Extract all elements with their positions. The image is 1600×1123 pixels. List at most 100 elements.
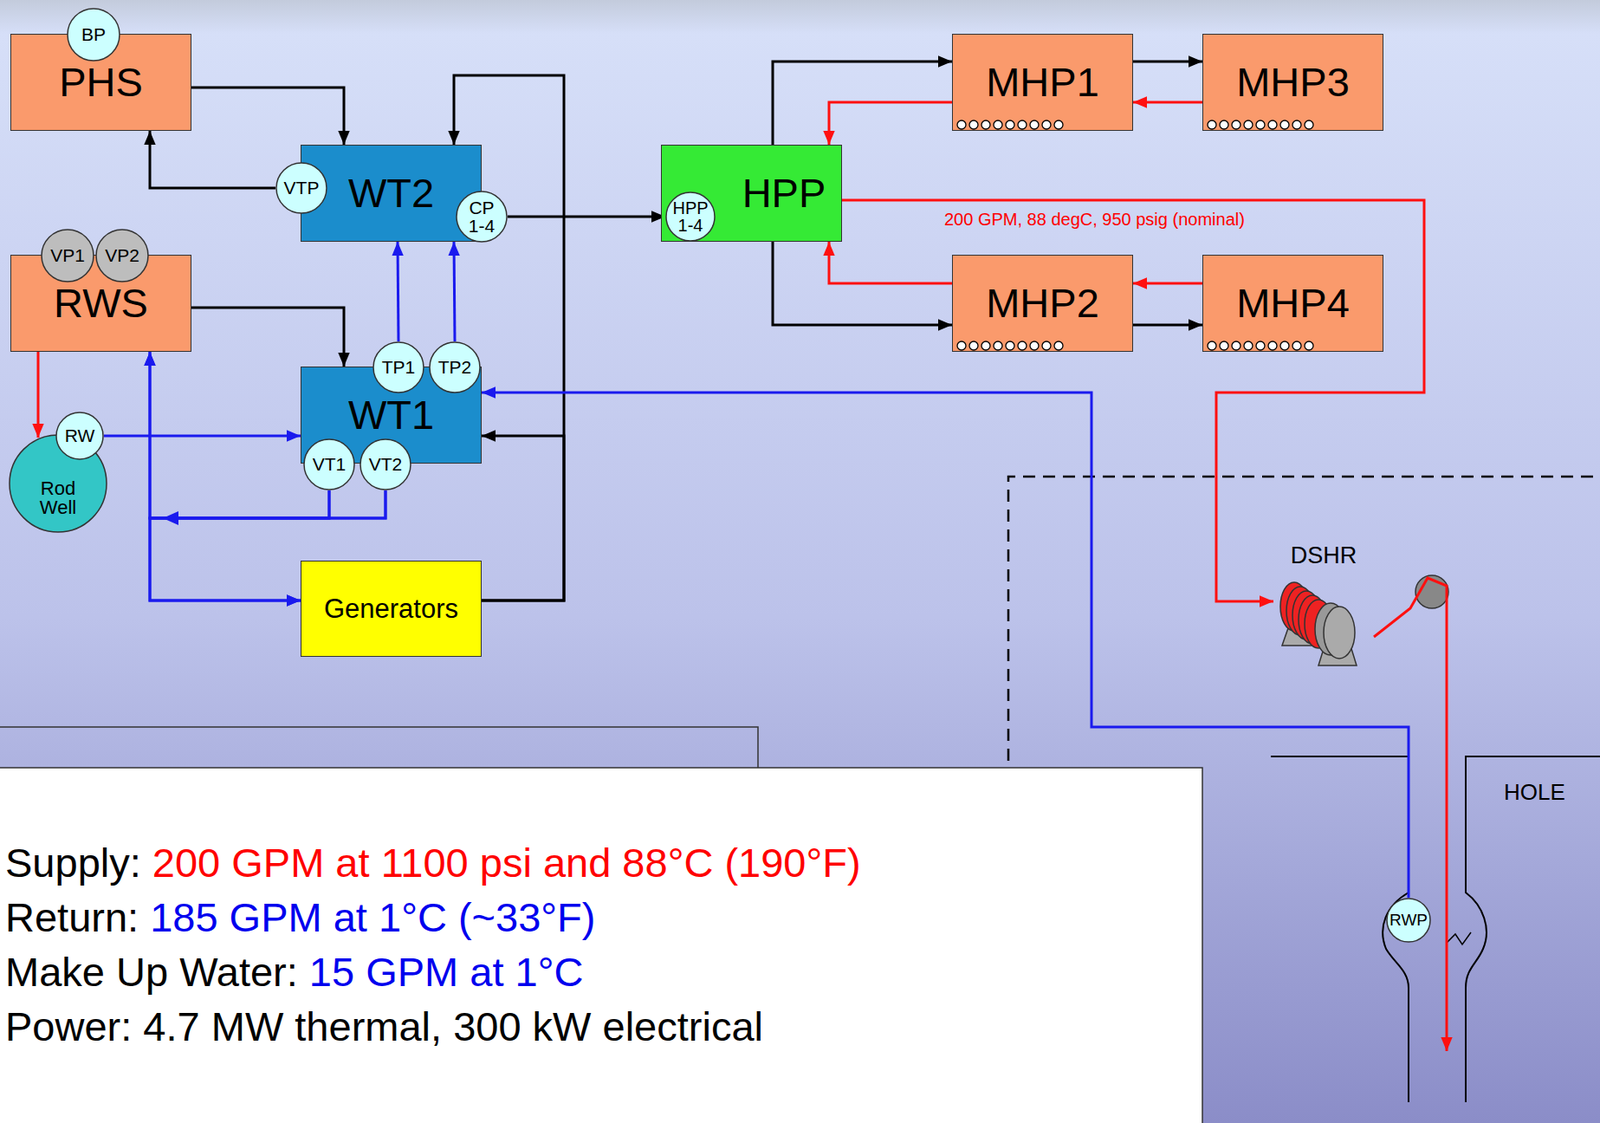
node-label: VT1 [312,454,347,473]
summary-panel [0,767,1203,1123]
vent-hole [1017,341,1027,350]
hole-wall [1270,756,1409,1102]
summary-text: Make Up Water: [5,947,298,996]
vent-hole [1054,341,1063,350]
vent-hole [1207,341,1217,350]
vent-hole [981,120,991,130]
node-label: MHP1 [985,61,1100,104]
hole-region: HOLERWP [1408,756,1600,1123]
summary-text: Return: [5,893,139,941]
pipe-connector [191,307,344,367]
pump-circle: TP2 [428,341,481,394]
node-label: WT1 [348,394,435,436]
tank-box: WT2VTPCP 1-4 [300,144,482,242]
vent-hole [1256,120,1265,130]
vent-hole [1243,120,1253,130]
node-label: VT2 [369,454,403,473]
vent-hole [1231,120,1241,130]
pipe-connector [829,102,953,145]
node-label: MHP4 [1236,282,1350,324]
vent-hole [981,341,991,350]
vent-hole [1005,120,1015,130]
vent-hole [969,120,979,130]
vent-hole [1219,120,1229,130]
pump-circle: TP1 [372,341,425,394]
summary-text: 200 GPM at 1100 psi and 88°C (190°F) [152,838,862,887]
node-label: HOLE [1503,780,1566,804]
pipe-connector [1373,577,1447,1051]
pipe-connector [772,241,953,325]
site-boundary [1008,476,1600,761]
vent-hole [1292,120,1302,130]
node-label: VTP [284,178,320,197]
node-label: HPP [742,172,827,214]
vent-hole [1268,341,1277,350]
node-label: TP2 [438,357,473,376]
node-label: Generators [323,595,459,623]
vent-hole [957,341,966,350]
node-label: MHP2 [985,282,1100,324]
summary-line: Return:185 GPM at 1°C (~33°F) [5,889,596,945]
node-label: PHS [58,61,143,104]
vent-hole [969,341,979,350]
node-outline [67,8,120,61]
node-outline [41,229,94,282]
pump-circle: VP2 [95,228,149,283]
node-outline [304,439,355,490]
node-label: WT2 [348,172,435,214]
pipe-connector [1133,282,1203,286]
tank-box: WT1TP1TP2VT1VT2 [300,366,482,464]
pipe-connector [1133,323,1203,327]
vent-hole [1005,341,1015,350]
pipe-connector [149,130,276,188]
node-label: VP2 [104,246,140,265]
pipe-connector [397,241,399,342]
drum-unit: DSHR [1273,544,1374,674]
vent-hole [1256,341,1265,350]
heater-box: MHP1 [952,33,1134,131]
heater-box: MHP4 [1202,254,1384,352]
node-label: CP 1-4 [459,198,504,236]
storage-box: RWSVP1VP2 [10,254,192,352]
vent-hole [1268,120,1277,130]
summary-text: 185 GPM at 1°C (~33°F) [149,893,596,941]
vent-hole [1029,120,1039,130]
pipe-connector [481,392,1409,898]
vent-hole [1304,341,1314,350]
vent-hole [1243,341,1253,350]
pipe-connector [1133,101,1203,104]
ice-crack [1446,932,1471,945]
node-label: RWP [1389,911,1428,928]
node-outline [360,439,411,490]
vent-hole [1042,120,1051,130]
node-label: MHP3 [1236,61,1350,104]
node-outline [429,342,480,393]
node-label: Rod Well [23,479,93,519]
vent-hole [1304,120,1314,130]
pipe-connector [842,200,1425,602]
pump-circle: VTP [275,161,328,214]
node-outline [373,342,424,393]
pipe-connector [829,241,953,284]
pump-circle: VP1 [40,228,95,283]
vent-hole [1219,341,1229,350]
node-label: HPP 1-4 [668,199,713,235]
pipe-connector [507,215,666,219]
vent-hole [1042,341,1051,350]
vent-hole [1280,120,1290,130]
heater-box: MHP2 [952,254,1134,352]
pipe-connector [103,434,301,438]
vent-hole [993,120,1003,130]
summary-text: Supply: [5,838,142,887]
heater-box: MHP3 [1202,33,1384,131]
pipe-connector [453,241,455,342]
pipe-connector [191,87,344,145]
node-outline [96,229,149,282]
vent-hole [1280,341,1290,350]
node-label: BP [81,25,106,44]
pipe-connector [1133,60,1203,64]
summary-line: Power: 4.7 MW thermal, 300 kW electrical [5,998,764,1054]
summary-text: 15 GPM at 1°C [309,947,584,996]
vent-hole [993,341,1003,350]
pipe-connector [772,61,953,145]
